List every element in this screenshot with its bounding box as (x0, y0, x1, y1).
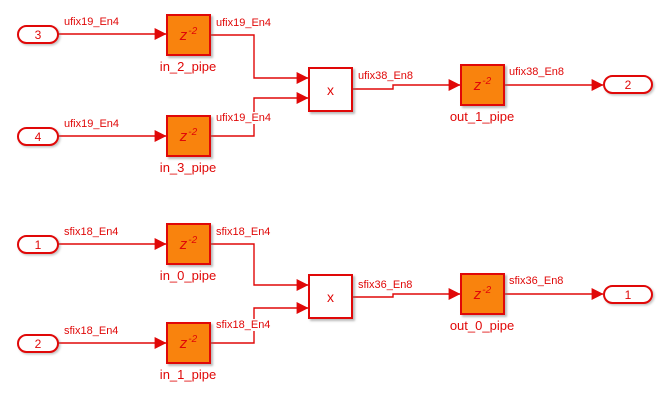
signal-label-ufix19-c: ufix19_En4 (63, 118, 121, 130)
delay-block-out-1-pipe[interactable]: z-2 (460, 64, 505, 106)
wire-in-0-pipe-to-product[interactable] (211, 243, 309, 291)
delay-block-in-3-pipe[interactable]: z-2 (166, 115, 211, 157)
product-block-lower[interactable]: x (308, 274, 353, 319)
block-name-in-2-pipe: in_2_pipe (159, 59, 217, 74)
inport-2[interactable]: 2 (17, 334, 59, 353)
wire-product-to-out-1-pipe[interactable] (353, 79, 461, 91)
outport-2[interactable]: 2 (603, 75, 653, 94)
port-number: 4 (34, 129, 42, 144)
signal-label-ufix19-a: ufix19_En4 (63, 16, 121, 28)
signal-label-ufix19-d: ufix19_En4 (215, 112, 273, 124)
signal-label-ufix38-b: ufix38_En8 (508, 66, 566, 78)
multiply-label: x (327, 288, 334, 305)
delay-glyph: z-2 (179, 127, 198, 145)
delay-block-in-1-pipe[interactable]: z-2 (166, 322, 211, 364)
inport-4[interactable]: 4 (17, 127, 59, 146)
block-name-out-0-pipe: out_0_pipe (449, 318, 515, 333)
signal-label-sfix18-a: sfix18_En4 (63, 226, 120, 238)
delay-block-in-2-pipe[interactable]: z-2 (166, 14, 211, 56)
port-number: 2 (34, 336, 42, 351)
signal-label-sfix36-a: sfix36_En8 (357, 279, 414, 291)
delay-glyph: z-2 (473, 285, 492, 303)
block-name-in-1-pipe: in_1_pipe (159, 367, 217, 382)
signal-label-sfix18-d: sfix18_En4 (215, 319, 272, 331)
delay-glyph: z-2 (179, 235, 198, 253)
port-number: 3 (34, 27, 42, 42)
signal-label-sfix36-b: sfix36_En8 (508, 275, 565, 287)
delay-block-in-0-pipe[interactable]: z-2 (166, 223, 211, 265)
delay-glyph: z-2 (179, 26, 198, 44)
outport-1[interactable]: 1 (603, 285, 653, 304)
delay-block-out-0-pipe[interactable]: z-2 (460, 273, 505, 315)
delay-glyph: z-2 (179, 334, 198, 352)
multiply-label: x (327, 81, 334, 98)
port-number: 1 (624, 287, 632, 302)
signal-label-ufix38-a: ufix38_En8 (357, 70, 415, 82)
port-number: 1 (34, 237, 42, 252)
signal-label-ufix19-b: ufix19_En4 (215, 17, 273, 29)
block-name-in-0-pipe: in_0_pipe (159, 268, 217, 283)
block-name-out-1-pipe: out_1_pipe (449, 109, 515, 124)
signal-label-sfix18-b: sfix18_En4 (215, 226, 272, 238)
port-number: 2 (624, 77, 632, 92)
inport-1[interactable]: 1 (17, 235, 59, 254)
wire-in-2-pipe-to-product[interactable] (211, 34, 309, 84)
product-block-upper[interactable]: x (308, 67, 353, 112)
signal-label-sfix18-c: sfix18_En4 (63, 325, 120, 337)
delay-glyph: z-2 (473, 76, 492, 94)
inport-3[interactable]: 3 (17, 25, 59, 44)
block-name-in-3-pipe: in_3_pipe (159, 160, 217, 175)
wire-product-to-out-0-pipe[interactable] (353, 288, 461, 300)
